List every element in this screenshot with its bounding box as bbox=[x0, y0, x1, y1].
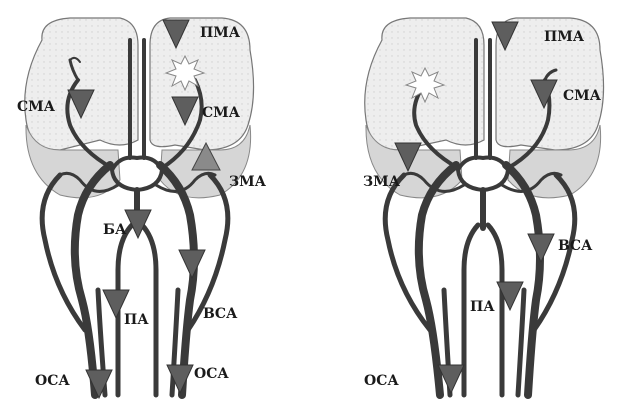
arrow-vsa bbox=[528, 234, 554, 262]
label-pa: ПА bbox=[124, 312, 149, 328]
label-ba: БА bbox=[103, 222, 127, 238]
arrow-vsa bbox=[179, 250, 205, 278]
label-zma: ЗМА bbox=[229, 174, 267, 190]
label-vsa: ВСА bbox=[203, 306, 238, 322]
label-sma: СМА bbox=[563, 88, 602, 104]
label-osa: ОСА bbox=[364, 373, 399, 389]
left-panel: ПМА СМА СМА ЗМА БА ПА ВСА ОСА ОСА bbox=[17, 18, 267, 398]
label-pma: ПМА bbox=[200, 25, 241, 41]
right-panel: ПМА СМА ЗМА ВСА ПА ОСА bbox=[363, 18, 604, 395]
label-osa-right: ОСА bbox=[194, 366, 229, 382]
label-pa: ПА bbox=[470, 299, 495, 315]
label-osa-left: ОСА bbox=[35, 373, 70, 389]
label-pma: ПМА bbox=[544, 29, 585, 45]
label-sma-left: СМА bbox=[17, 99, 56, 115]
label-zma: ЗМА bbox=[363, 174, 401, 190]
label-vsa: ВСА bbox=[558, 238, 593, 254]
arrow-osa-left bbox=[86, 370, 112, 398]
label-sma-right: СМА bbox=[202, 105, 241, 121]
